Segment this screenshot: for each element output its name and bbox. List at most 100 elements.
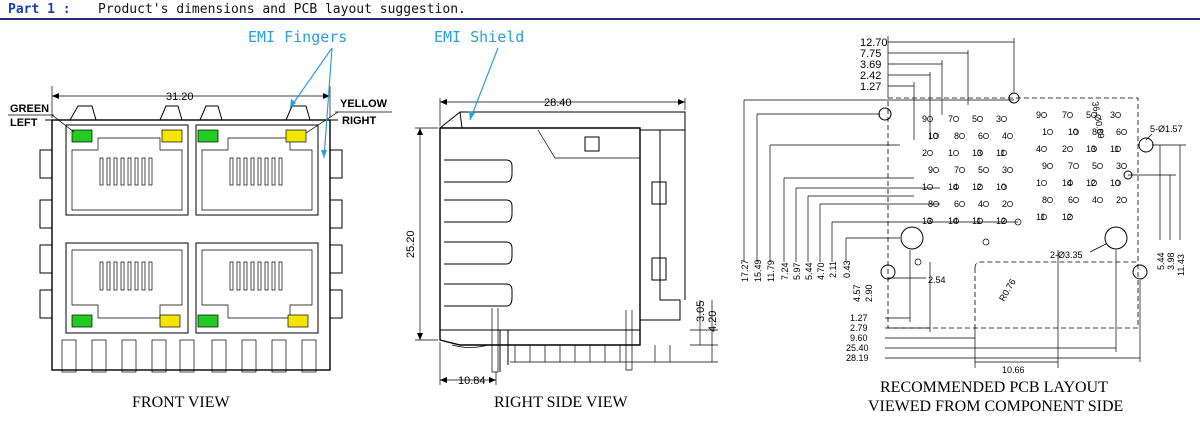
pin-hole [1121,129,1127,135]
contact-finger [134,261,139,291]
pin-number: 13 [1086,144,1096,154]
pin-hole [1073,129,1079,135]
pin-hole [1067,180,1073,186]
led-label-right: RIGHT [342,115,377,127]
side-pin-dim-a: 3.05 [695,301,707,322]
pin-number: 5 [978,165,983,175]
pin-number: 4 [978,199,983,209]
section-header: Part 1 : Product's dimensions and PCB la… [0,0,1200,20]
pin-hole [1073,197,1079,203]
contact-finger [106,261,111,291]
emi-shield-label: EMI Shield [434,28,524,46]
pcb-top-dim-2: 3.69 [860,59,881,71]
pin-hole [1041,112,1047,118]
pcb-dim-254: 2.54 [928,275,946,285]
contact-finger [99,157,104,186]
contact-finger [120,157,125,186]
pin-hole [1041,146,1047,152]
pin-hole [1115,146,1121,152]
pcb-left-dim-3: 7.24 [780,262,790,280]
pcb-top-dim-1: 7.75 [860,48,881,60]
pin-hole [1091,180,1097,186]
side-height-dim: 25.20 [405,230,417,258]
pcb-radius-dim: R0.76 [997,277,1018,303]
led-green-1 [71,129,93,143]
side-depth-dim: 28.40 [544,97,572,109]
pcb-dim-457: 4.57 [852,284,862,302]
pin-number: 2 [1002,199,1007,209]
led-green-3 [71,314,93,328]
contact-finger [236,157,241,186]
contact-finger [148,261,153,291]
part-description: Product's dimensions and PCB layout sugg… [98,2,466,17]
pcb-left-dim-6: 4.70 [816,262,826,280]
pin-number: 11 [1036,212,1045,222]
pin-hole [1097,129,1103,135]
pin-number: 1 [1042,127,1047,137]
pin-hole [1115,112,1121,118]
pcb-bottom-dim-4: 28.19 [846,353,869,363]
contact-finger [141,157,146,186]
pin-hole [927,150,933,156]
pin-number: 8 [1092,127,1097,137]
pin-hole [953,150,959,156]
contact-finger [106,157,111,186]
side-pin-dim-b: 4.20 [707,311,719,332]
pin-number: 11 [1110,144,1119,154]
pin-hole [959,133,965,139]
contact-finger [264,261,269,291]
pin-number: 3 [1002,165,1007,175]
contact-finger [127,157,132,186]
contact-finger [271,261,276,291]
pin-hole [1115,180,1121,186]
pin-hole [1047,129,1053,135]
pin-hole [1001,150,1007,156]
pin-number: 3 [1110,110,1115,120]
pin-hole [1091,146,1097,152]
contact-finger [278,261,283,291]
pin-number: 2 [1062,144,1067,154]
pin-hole [1073,163,1079,169]
led-green-4 [197,314,219,328]
pin-hole [1001,184,1007,190]
pin-number: 7 [948,114,953,124]
pin-hole [1047,163,1053,169]
contact-finger [113,157,118,186]
led-yellow-4 [287,314,309,328]
pin-hole [1007,133,1013,139]
contact-finger [229,157,234,186]
side-bottom-dim: 10.84 [458,375,486,387]
pin-number: 5 [1092,161,1097,171]
pcb-bottom-dim-0: 1.27 [850,313,868,323]
part-label: Part 1 : [8,2,71,17]
pin-number: 11 [996,148,1005,158]
pin-number: 9 [922,114,927,124]
contact-finger [271,157,276,186]
pcb-bottom-dim-2: 9.60 [850,333,868,343]
pin-number: 1 [922,182,927,192]
pin-number: 7 [1062,110,1067,120]
led-label-yellow: YELLOW [340,98,388,110]
contact-finger [257,261,262,291]
pin-number: 5 [972,114,977,124]
contact-finger [243,157,248,186]
emi-fingers-label: EMI Fingers [248,28,347,46]
pin-number: 10 [1110,178,1120,188]
right-side-view: 28.40 25.20 10.84 3.05 4.20 EMI Shield R… [405,28,719,411]
pin-number: 7 [1068,161,1073,171]
pin-hole [1001,218,1007,224]
pin-hole [1041,180,1047,186]
pin-number: 1 [948,148,953,158]
pin-number: 4 [1036,144,1041,154]
pin-number: 6 [1116,127,1121,137]
contact-finger [134,157,139,186]
pin-hole [1007,167,1013,173]
pcb-left-dim-7: 2.11 [828,261,838,278]
pcb-bottom-dim-1: 2.79 [850,323,868,333]
pin-number: 5 [1086,110,1091,120]
pin-hole [1121,163,1127,169]
pin-number: 10 [928,131,938,141]
pcb-top-dim-4: 1.27 [860,81,881,93]
